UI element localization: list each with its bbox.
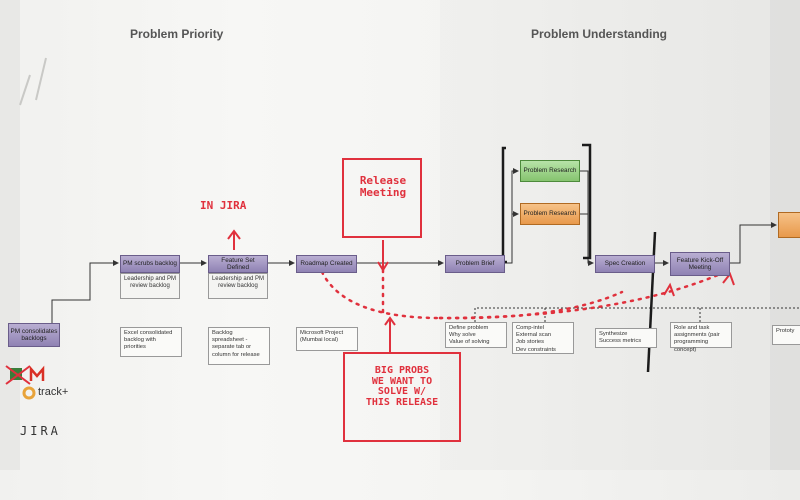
note-backlog-spreadsheet: Backlog spreadsheet - separate tab or co… xyxy=(208,327,270,365)
note-define-problem: Define problem Why solve Value of solvin… xyxy=(445,322,507,348)
step-problem-brief: Problem Brief xyxy=(445,255,505,273)
step-roadmap: Roadmap Created xyxy=(296,255,357,273)
handwriting-release-meeting: Release Meeting xyxy=(359,174,407,199)
release-meeting-frame xyxy=(342,158,422,238)
section-title-problem-understanding: Problem Understanding xyxy=(531,27,668,41)
step-spec-creation: Spec Creation xyxy=(595,255,655,273)
step-problem-research-1: Problem Research xyxy=(520,160,580,182)
note-excel: Excel consolidated backlog with prioriti… xyxy=(120,327,182,357)
note-role-assignments: Role and task assignments (pair programm… xyxy=(670,322,732,353)
step-pm-consolidates: PM consolidates backlogs xyxy=(8,323,60,347)
section-title-problem-priority: Problem Priority xyxy=(130,27,224,41)
big-probs-frame xyxy=(343,352,461,442)
step-pm-scrubs: PM scrubs backlog xyxy=(120,255,180,273)
track-plus-logo: track+ xyxy=(38,386,69,398)
step-problem-research-2: Problem Research xyxy=(520,203,580,225)
handwriting-big-probs: BIG PROBS WE WANT TO SOLVE W/ THIS RELEA… xyxy=(365,365,439,408)
note-ms-project: Microsoft Project (Mumbai local) xyxy=(296,327,358,351)
sub-scrubs-review: Leadership and PM review backlog xyxy=(120,273,180,299)
step-kickoff-meeting: Feature Kick-Off Meeting xyxy=(670,252,730,276)
handwriting-in-jira: IN JIRA xyxy=(200,199,247,212)
handwriting-jira: JIRA xyxy=(20,424,61,438)
sub-feature-review: Leadership and PM review backlog xyxy=(208,273,268,299)
note-prototype: Prototy xyxy=(772,325,800,345)
note-comp-intel: Comp-intel External scan Job stories Dev… xyxy=(512,322,574,354)
step-feature-set: Feature Set Defined xyxy=(208,255,268,273)
step-cut-off xyxy=(778,212,800,238)
note-synthesize: Synthesize Success metrics xyxy=(595,328,657,348)
